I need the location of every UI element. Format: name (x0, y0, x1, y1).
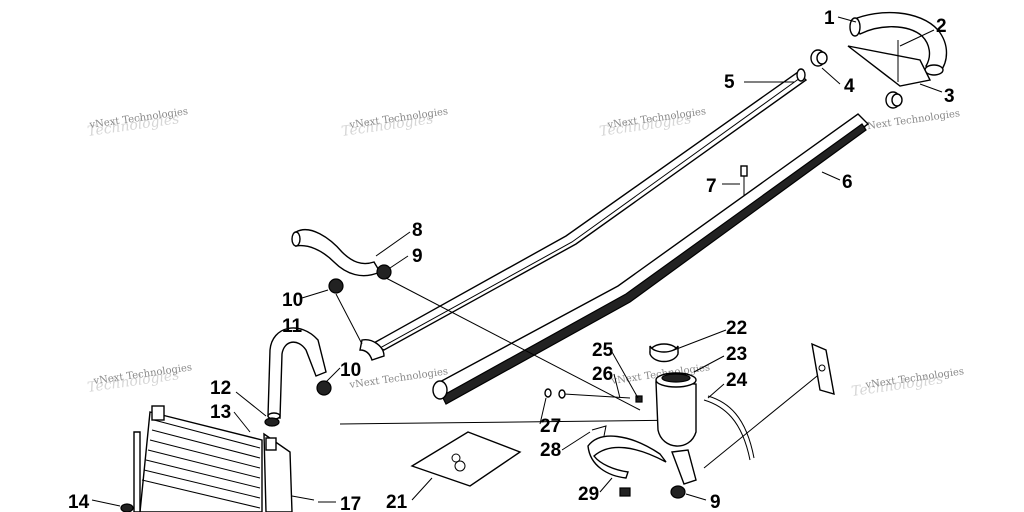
part-5-rail (370, 68, 808, 351)
callout-14: 14 (68, 492, 90, 512)
callout-9: 9 (412, 246, 423, 267)
part-23-reservoir (655, 372, 697, 485)
callout-2: 2 (936, 16, 947, 37)
callout-1: 1 (824, 8, 835, 29)
callout-26: 26 (592, 364, 613, 385)
part-11-hose (267, 327, 327, 420)
callout-24: 24 (726, 370, 748, 391)
part-28-clip (591, 425, 607, 437)
part-26-bolt (558, 389, 631, 399)
rail-elbow-fitting (359, 339, 385, 361)
watermark-4: vNext Technologies (860, 108, 961, 133)
callout-17: 17 (340, 494, 361, 512)
callout-28: 28 (540, 440, 561, 461)
part-22-cap (649, 343, 679, 363)
gasket-right (811, 342, 835, 395)
callout-11: 11 (282, 316, 303, 337)
part-27-washer (544, 388, 552, 398)
callout-22: 22 (726, 318, 747, 339)
callout-4: 4 (844, 76, 855, 97)
callout-23: 23 (726, 344, 747, 365)
callout-3: 3 (944, 86, 955, 107)
part-4-clamp (810, 49, 828, 67)
callout-8: 8 (412, 220, 423, 241)
part-21-plate (410, 431, 522, 487)
part-17-fitting (291, 495, 315, 501)
callout-21: 21 (386, 492, 408, 512)
callout-29: 29 (578, 484, 599, 505)
part-10-clamp-upper (328, 278, 344, 294)
callout-6: 6 (842, 172, 853, 193)
callout-25: 25 (592, 340, 614, 361)
callout-leaders (91, 16, 943, 507)
part-25-nut (635, 395, 643, 403)
part-13-radiator (133, 405, 293, 512)
callout-27: 27 (540, 416, 561, 437)
part-14-clamp (120, 503, 134, 512)
callout-5: 5 (724, 72, 735, 93)
part-9-clamp-upper (376, 264, 392, 280)
part-8-hose (291, 229, 382, 277)
part-9-clamp-lower (670, 485, 686, 499)
callout-10: 10 (282, 290, 303, 311)
part-29-bracket (587, 435, 667, 497)
callout-9-lower: 9 (710, 492, 721, 512)
callouts: 1 2 3 4 5 6 7 8 9 10 11 10 12 13 14 17 2… (68, 8, 955, 512)
part-6-rail (432, 113, 870, 405)
part-12-clamp (264, 417, 280, 427)
callout-13: 13 (210, 402, 231, 423)
part-1-tube (847, 11, 948, 87)
part-3-clamp (885, 91, 903, 109)
part-24-hose (703, 395, 755, 461)
part-10-clamp-lower (316, 380, 332, 396)
part-7-screw (740, 165, 748, 196)
callout-7: 7 (706, 176, 717, 197)
callout-10-lower: 10 (340, 360, 361, 381)
callout-12: 12 (210, 378, 231, 399)
